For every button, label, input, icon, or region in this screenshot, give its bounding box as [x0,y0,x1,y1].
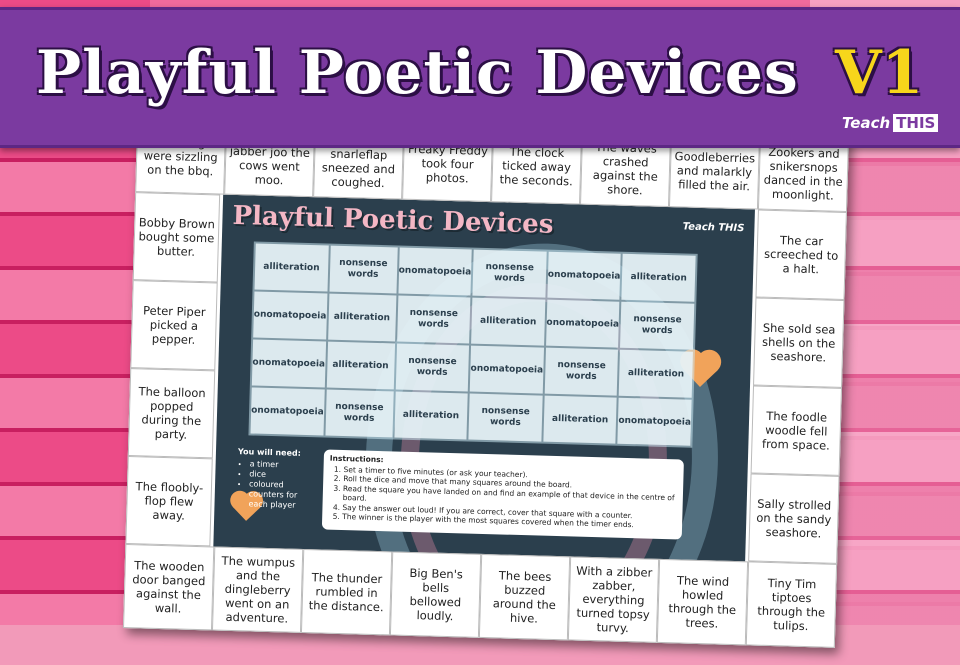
center-title: Playful Poetic Devices [232,200,554,240]
board-square-right[interactable]: Sally strolled on the sandy seashore. [748,473,840,564]
grid-square[interactable]: onomatopoeia [545,299,620,348]
grid-square[interactable]: alliteration [621,253,696,302]
grid-square[interactable]: onomatopoeia [469,345,544,394]
board-square-bottom[interactable]: Tiny Tim tiptoes through the tulips. [745,561,838,648]
grid-square[interactable]: onomatopoeia [253,291,328,340]
grid-square[interactable]: nonsense words [468,393,543,442]
grid-square[interactable]: nonsense words [472,249,547,298]
board-square-bottom[interactable]: The bees buzzed around the hive. [478,553,571,641]
grid-square[interactable]: onomatopoeia [547,251,622,300]
logo-part-b: THIS [893,114,939,132]
grid-square[interactable]: onomatopoeia [251,339,326,388]
board-square-left[interactable]: Peter Piper picked a pepper. [130,280,218,371]
grid-square[interactable]: alliteration [619,349,693,398]
board-square-bottom[interactable]: The thunder rumbled in the distance. [300,548,393,636]
grid-square[interactable]: nonsense words [329,245,398,294]
grid-square[interactable]: alliteration [394,391,468,440]
grid-square[interactable]: onomatopoeia [617,397,692,446]
board-square-bottom[interactable]: The wooden door banged against the wall. [123,543,215,631]
grid-square[interactable]: alliteration [326,341,395,390]
grid-square[interactable]: nonsense words [544,347,619,396]
board-square-bottom[interactable]: With a zibber zabber, everything turned … [567,556,660,643]
grid-square[interactable]: nonsense words [396,295,471,344]
center-logo: Teach THIS [682,221,745,235]
board-square-bottom[interactable]: Big Ben's bells bellowed loudly. [389,551,482,638]
instructions-box: Instructions: Set a timer to five minute… [321,449,684,540]
board-square-right[interactable]: The car screeched to a halt. [755,209,847,300]
need-box: You will need: a timerdicecoloured count… [236,447,318,511]
grid-square[interactable]: alliteration [327,293,396,342]
board-square-right[interactable]: She sold sea shells on the seashore. [753,297,845,388]
board-square-left[interactable]: The balloon popped during the party. [127,368,216,459]
board-square-bottom[interactable]: The wind howled through the trees. [656,558,749,646]
board-square-left[interactable]: Bobby Brown bought some butter. [132,192,221,283]
grid-square[interactable]: alliteration [471,297,546,346]
need-list: a timerdicecoloured counters for each pl… [248,459,317,511]
need-item: coloured counters for each player [248,479,317,511]
grid-square[interactable]: alliteration [543,395,618,444]
grid-square[interactable]: alliteration [254,243,329,292]
instructions-list: Set a timer to five minutes (or ask your… [342,465,677,531]
grid-square[interactable]: nonsense words [325,389,394,438]
board-square-right[interactable]: The foodle woodle fell from space. [750,385,843,476]
grid-square[interactable]: onomatopoeia [250,387,325,436]
board-square-bottom[interactable]: The wumpus and the dingleberry went on a… [211,546,304,633]
grid-square[interactable]: nonsense words [395,343,470,392]
board-square-left[interactable]: The floobly-flop flew away. [125,456,213,547]
logo-part-a: Teach [842,114,891,132]
grid-square[interactable]: nonsense words [620,301,695,350]
need-heading: You will need: [237,447,302,458]
version-label: V1 [835,38,924,108]
game-board: Playful Poetic Devices Teach THIS allite… [123,118,849,648]
page-title: Playful Poetic Devices [36,38,799,108]
board-center: Playful Poetic Devices Teach THIS allite… [213,194,755,563]
grid-square[interactable]: onomatopoeia [398,247,472,296]
